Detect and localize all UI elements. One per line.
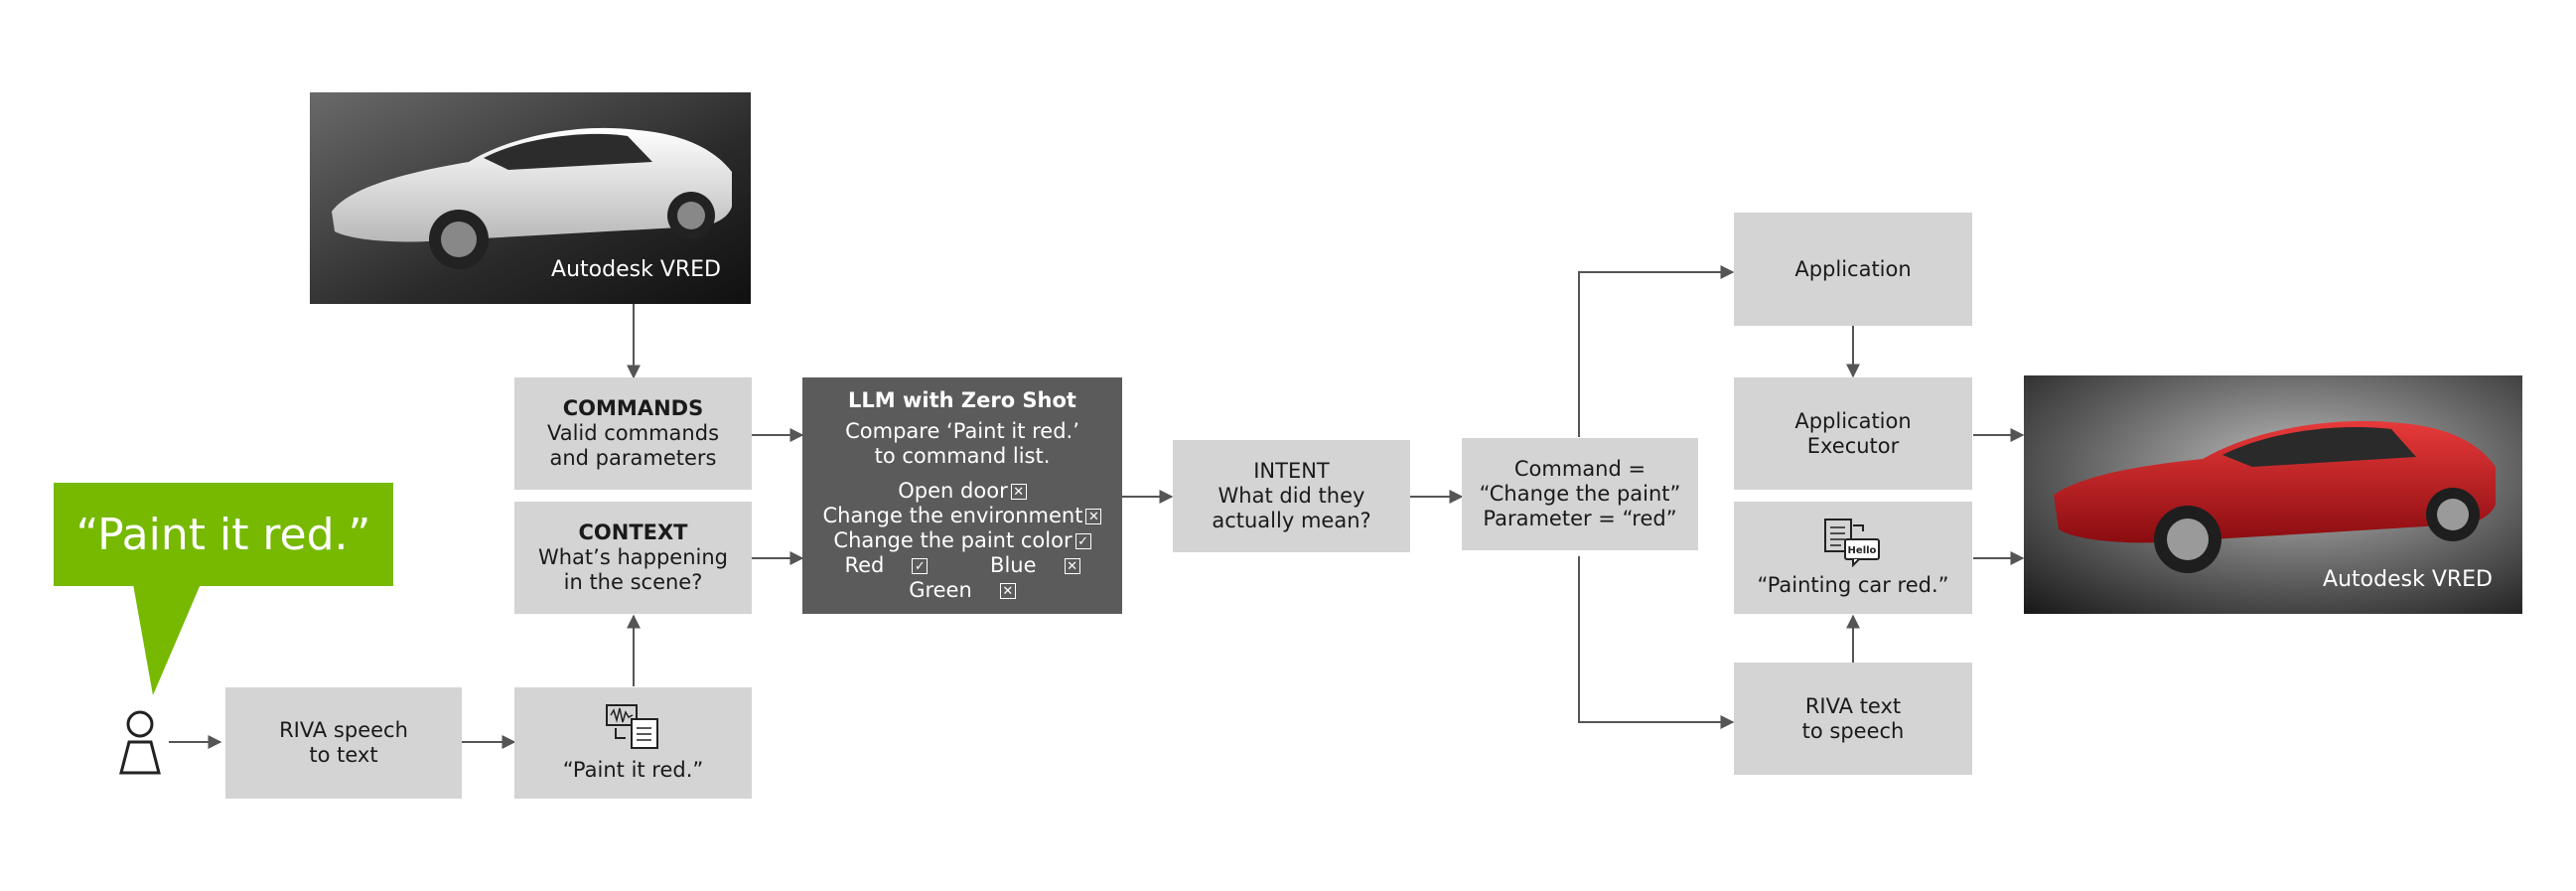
intent-line2: What did they <box>1217 484 1365 508</box>
riva-text-to-speech-box: RIVA text to speech <box>1734 663 1972 775</box>
red-car-render <box>2024 375 2522 614</box>
intent-line3: actually mean? <box>1212 509 1371 532</box>
commands-title: COMMANDS <box>562 396 704 420</box>
hello-label: Hello <box>1848 545 1877 556</box>
cross-icon: ✕ <box>1085 509 1102 524</box>
application-text: Application <box>1794 256 1912 281</box>
commands-box: COMMANDS Valid commands and parameters <box>514 377 752 490</box>
command-line3: Parameter = “red” <box>1483 507 1677 530</box>
speech-bubble: “Paint it red.” <box>54 483 393 586</box>
vred-right-caption: Autodesk VRED <box>2323 567 2493 592</box>
context-line1: What’s happening <box>537 545 728 569</box>
command-line1: Command = <box>1513 457 1646 481</box>
command-line2: “Change the paint” <box>1479 482 1681 506</box>
llm-color-options: Red✓ Blue✕ Green✕ <box>802 553 1122 603</box>
vred-top-image: Autodesk VRED <box>310 92 751 304</box>
context-title: CONTEXT <box>578 520 688 544</box>
executor-line2: Executor <box>1806 433 1900 458</box>
white-car-render <box>310 92 751 304</box>
arrow-command-to-riva-tts <box>1578 556 1735 729</box>
speech-bubble-text: “Paint it red.” <box>75 509 371 560</box>
check-icon: ✓ <box>912 558 929 574</box>
application-executor-box: Application Executor <box>1734 377 1972 490</box>
riva-stt-line2: to text <box>309 743 378 767</box>
context-box: CONTEXT What’s happening in the scene? <box>514 502 752 614</box>
cross-icon: ✕ <box>1064 558 1080 574</box>
arrow-command-to-application <box>1578 265 1735 437</box>
vred-right-image: Autodesk VRED <box>2024 375 2522 614</box>
person-icon <box>119 710 161 775</box>
llm-option-open-door: Open door✕ <box>898 479 1027 504</box>
intent-line1: INTENT <box>1253 459 1330 483</box>
audio-to-document-icon <box>605 703 658 749</box>
cross-icon: ✕ <box>1010 484 1027 500</box>
riva-speech-to-text-box: RIVA speech to text <box>225 687 462 799</box>
document-to-speech-icon: Hello <box>1824 519 1880 567</box>
llm-title: LLM with Zero Shot <box>848 388 1076 412</box>
riva-tts-line2: to speech <box>1801 718 1905 743</box>
check-icon: ✓ <box>1074 533 1091 549</box>
llm-line1: Compare ‘Paint it red.’ <box>845 419 1079 443</box>
llm-option-paint-color: Change the paint color✓ <box>833 528 1091 553</box>
llm-box: LLM with Zero Shot Compare ‘Paint it red… <box>802 377 1122 614</box>
llm-color-red: Red✓ <box>830 553 941 577</box>
speech-bubble-tail <box>133 584 201 695</box>
commands-line2: and parameters <box>549 446 717 470</box>
stt-output-text: “Paint it red.” <box>562 757 704 782</box>
application-box: Application <box>1734 213 1972 326</box>
llm-color-green: Green✕ <box>895 578 1030 602</box>
stt-output-box: “Paint it red.” <box>514 687 752 799</box>
executor-line1: Application <box>1794 408 1912 433</box>
tts-output-box: Hello “Painting car red.” <box>1734 502 1972 614</box>
tts-output-text: “Painting car red.” <box>1757 573 1949 597</box>
llm-option-environment: Change the environment✕ <box>823 504 1102 528</box>
intent-box: INTENT What did they actually mean? <box>1173 440 1410 552</box>
cross-icon: ✕ <box>999 583 1016 599</box>
riva-stt-line1: RIVA speech <box>279 718 408 742</box>
commands-line1: Valid commands <box>546 421 720 445</box>
llm-color-blue: Blue✕ <box>976 553 1093 577</box>
command-box: Command = “Change the paint” Parameter =… <box>1462 438 1698 550</box>
riva-tts-line1: RIVA text <box>1804 693 1902 718</box>
llm-line2: to command list. <box>874 444 1051 468</box>
context-line2: in the scene? <box>563 570 703 594</box>
vred-top-caption: Autodesk VRED <box>551 257 721 282</box>
